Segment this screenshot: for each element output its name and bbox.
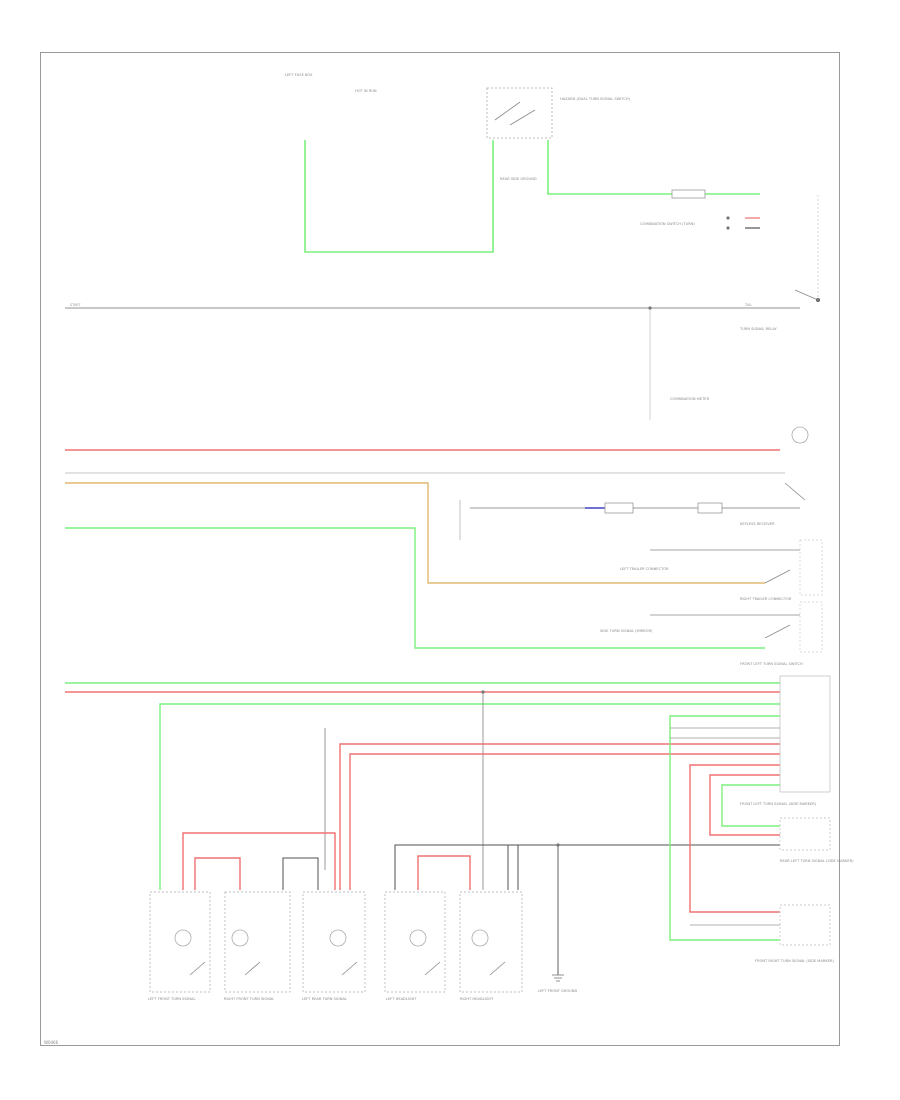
turn-relay-label: TURN SIGNAL RELAY [739, 327, 778, 331]
green-wire [669, 715, 780, 941]
left-trailer-label: LEFT TRAILER CONNECTOR [620, 567, 669, 571]
bulb-icon [174, 929, 192, 947]
combo-switch-label: COMBINATION SWITCH (TURN) [640, 222, 695, 226]
green-wire [547, 140, 672, 195]
ground-label: LEFT FRONT GROUND [538, 989, 577, 993]
bulb-icon [471, 929, 489, 947]
combination-meter-label: COMBINATION METER [670, 397, 710, 401]
bulb-icon [409, 929, 427, 947]
rear-side-ground-label: REAR SIDE GROUND [500, 177, 537, 181]
lamp-circuits [65, 675, 831, 993]
pin-dots [481, 216, 730, 847]
fuse-symbol [671, 189, 706, 199]
lamp-symbols [174, 929, 506, 976]
front-left-switch-label: FRONT LEFT TURN SIGNAL SWITCH [740, 662, 803, 666]
bulb-icon [231, 929, 249, 947]
bulb-icon [329, 929, 347, 947]
start-label: START [70, 303, 81, 307]
dark-wire [394, 844, 780, 890]
red-wire [182, 832, 336, 890]
red-wire [709, 774, 780, 836]
red-wire [349, 753, 780, 890]
red-wire [194, 857, 241, 890]
diagram-code: W0466 [44, 1040, 59, 1045]
green-wire [65, 527, 765, 649]
diagram-frame [40, 52, 840, 1046]
right-trailer-label: RIGHT TRAILER CONNECTOR [740, 597, 792, 601]
tail-label: TAIL [744, 303, 752, 307]
switch-box [486, 87, 553, 139]
ignition-circuit [304, 87, 760, 253]
keyless-row [459, 500, 800, 540]
red-wire [339, 743, 780, 890]
tan-wire [65, 482, 765, 584]
left-front-label: LEFT FRONT TURN SIGNAL [148, 997, 195, 1001]
lamp-symbol [791, 426, 809, 444]
hazard-label: HAZARD (DUAL TURN SIGNAL SWITCH) [560, 97, 631, 101]
green-wire [721, 784, 780, 827]
front-right-sm-label: FRONT RIGHT TURN SIGNAL (SIDE MARKER) [755, 959, 834, 963]
rear-left-sm-label: REAR LEFT TURN SIGNAL (SIDE MARKER) [780, 859, 854, 863]
hot-run-label: HOT IN RUN [355, 89, 377, 93]
ground-icon [552, 974, 564, 982]
green-wire [304, 140, 494, 253]
left-rear-label: LEFT REAR TURN SIGNAL [302, 997, 347, 1001]
right-hdl-label: RIGHT HEADLIGHT [460, 997, 494, 1001]
left-hdl-label: LEFT HEADLIGHT [386, 997, 417, 1001]
dark-wire [282, 857, 319, 890]
red-wire [689, 764, 780, 913]
front-left-sm-label: FRONT LEFT TURN SIGNAL (SIDE MARKER) [740, 802, 817, 806]
side-mirror-label: SIDE TURN SIGNAL (MIRROR) [600, 629, 653, 633]
keyless-label: KEYLESS RECEIVER [740, 522, 775, 526]
fuse-box-label: LEFT FUSE BOX [285, 73, 313, 77]
green-wire [159, 703, 780, 890]
right-front-label: RIGHT FRONT TURN SIGNAL [224, 997, 274, 1001]
red-wire [417, 855, 471, 890]
